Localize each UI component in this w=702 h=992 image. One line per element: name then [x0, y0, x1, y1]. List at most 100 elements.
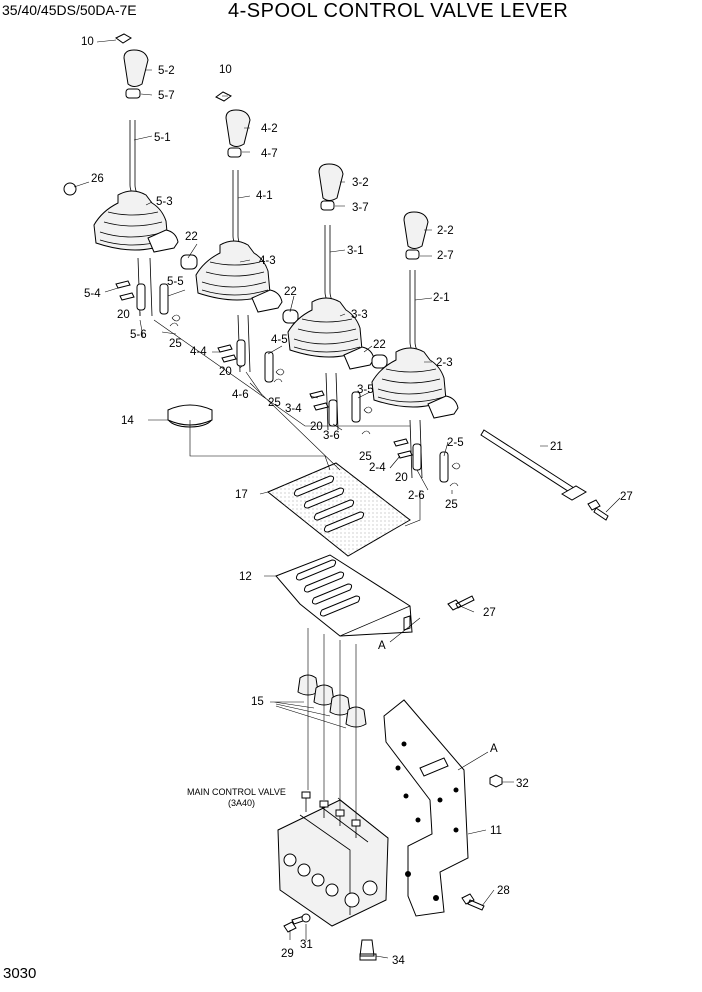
label-5-4: 5-4	[84, 288, 101, 300]
knob-3-2-icon	[318, 163, 344, 201]
label-2-3: 2-3	[436, 357, 453, 369]
knob-2-2-icon	[403, 211, 429, 249]
label-25: 25	[359, 451, 372, 463]
label-3-7: 3-7	[352, 202, 369, 214]
label-3-2: 3-2	[352, 177, 369, 189]
label-5-3: 5-3	[156, 196, 173, 208]
nut-4-7-icon	[227, 147, 242, 158]
main-control-valve-code: (3A40)	[228, 798, 255, 808]
label-5-5: 5-5	[167, 276, 184, 288]
label-22: 22	[284, 286, 297, 298]
washer-31-icon	[301, 913, 311, 923]
clip-25-icon	[449, 462, 461, 487]
lever-rod-2-1	[409, 270, 418, 351]
label-4-4: 4-4	[190, 346, 207, 358]
label-3-4: 3-4	[285, 403, 302, 415]
knob-5-2-icon	[123, 49, 149, 87]
label-27: 27	[620, 491, 633, 503]
dust-cap-10-icon	[215, 91, 232, 102]
pin-3-4-icon	[309, 390, 329, 411]
lever-rod-5-1	[129, 120, 133, 194]
link-3-6-icon	[328, 399, 338, 427]
label-25: 25	[445, 499, 458, 511]
label-2-6: 2-6	[408, 490, 425, 502]
nut-3-7-icon	[320, 200, 335, 211]
pin-5-4-icon	[115, 280, 135, 301]
label-34: 34	[392, 955, 405, 967]
main-control-valve-label: MAIN CONTROL VALVE	[187, 787, 286, 797]
elbow-fitting-icon	[343, 346, 375, 370]
elbow-fitting-icon	[251, 289, 283, 313]
label-4-1: 4-1	[256, 190, 273, 202]
label-5-6: 5-6	[130, 329, 147, 341]
bracket-12	[275, 554, 475, 637]
elbow-fitting-icon	[147, 229, 179, 253]
rod-21	[480, 429, 609, 521]
label-4-3: 4-3	[259, 255, 276, 267]
link-5-6-icon	[136, 283, 146, 311]
label-5-2: 5-2	[158, 65, 175, 77]
label-21: 21	[550, 441, 563, 453]
bolt-27-icon	[587, 499, 609, 521]
label-5-1: 5-1	[154, 132, 171, 144]
clip-25-icon	[169, 314, 181, 327]
label-22: 22	[373, 339, 386, 351]
dust-cap-10-icon	[115, 33, 132, 44]
pin-4-4-icon	[217, 344, 237, 363]
label-4-7: 4-7	[261, 148, 278, 160]
label-A: A	[378, 640, 386, 652]
lever-rod-4-1	[232, 170, 241, 245]
model-number: 35/40/45DS/50DA-7E	[2, 2, 137, 18]
elbow-fitting-icon	[427, 395, 459, 419]
plate-17	[267, 462, 411, 557]
label-20: 20	[395, 472, 408, 484]
pin-2-4-icon	[393, 438, 413, 459]
label-17: 17	[235, 489, 248, 501]
lever-rod-3-1	[324, 225, 333, 301]
link-5-5-icon	[159, 283, 169, 315]
label-20: 20	[310, 421, 323, 433]
nut-26-icon	[63, 182, 77, 196]
label-2-1: 2-1	[433, 292, 450, 304]
link-2-6-icon	[412, 443, 422, 471]
label-2-7: 2-7	[437, 250, 454, 262]
page-title: 4-SPOOL CONTROL VALVE LEVER	[228, 0, 569, 22]
label-27: 27	[483, 607, 496, 619]
cover-14	[167, 404, 213, 428]
leader-lines	[73, 39, 621, 959]
label-2-4: 2-4	[369, 462, 386, 474]
label-3-1: 3-1	[347, 245, 364, 257]
nut-32-icon	[489, 774, 503, 788]
label-A: A	[490, 743, 498, 755]
lever-assembly-3	[287, 163, 388, 435]
label-3-6: 3-6	[323, 430, 340, 442]
switch-34-icon	[359, 939, 377, 961]
label-4-6: 4-6	[232, 389, 249, 401]
label-2-2: 2-2	[437, 225, 454, 237]
lever-assembly-2	[371, 211, 461, 487]
label-2-5: 2-5	[447, 437, 464, 449]
link-2-5-icon	[439, 451, 449, 483]
link-4-5-icon	[264, 351, 274, 383]
main-control-valve-icon	[277, 791, 389, 927]
label-25: 25	[268, 397, 281, 409]
page-number: 3030	[3, 965, 37, 982]
nut-5-7-icon	[125, 88, 141, 99]
boot-set-15	[297, 674, 367, 728]
label-26: 26	[91, 173, 104, 185]
bushing-22-icon	[371, 354, 388, 369]
label-29: 29	[281, 948, 294, 960]
bracket-11	[283, 699, 503, 961]
label-3-5: 3-5	[357, 384, 374, 396]
label-4-5: 4-5	[271, 334, 288, 346]
label-28: 28	[497, 885, 510, 897]
clip-25-icon	[273, 368, 285, 383]
label-10: 10	[81, 36, 94, 48]
label-20: 20	[219, 366, 232, 378]
lever-assembly-4	[195, 91, 299, 383]
label-5-7: 5-7	[158, 90, 175, 102]
label-4-2: 4-2	[261, 123, 278, 135]
label-10: 10	[219, 64, 232, 76]
label-3-3: 3-3	[351, 309, 368, 321]
